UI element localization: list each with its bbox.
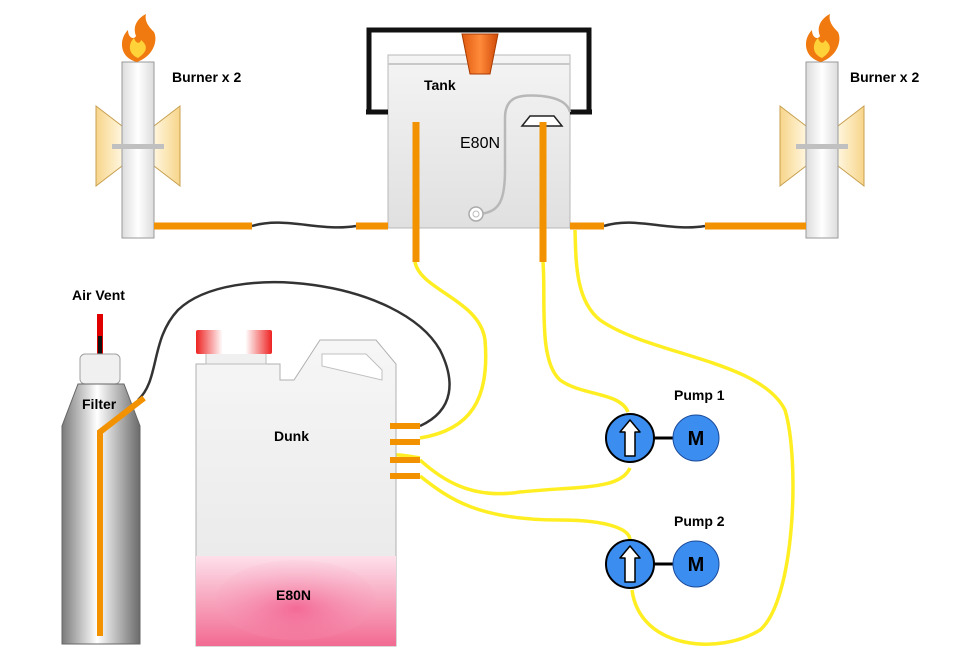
pump-arrow-icon xyxy=(605,413,655,463)
filter-label: Filter xyxy=(82,396,117,412)
dunk-ports xyxy=(390,423,420,479)
air-vent-label: Air Vent xyxy=(72,287,125,303)
burner-right xyxy=(779,14,865,239)
svg-text:M: M xyxy=(688,554,705,576)
dunk xyxy=(195,330,397,647)
burner-left-label: Burner x 2 xyxy=(172,69,241,85)
dark-hoses xyxy=(137,221,706,428)
tank-fuel-label: E80N xyxy=(460,135,500,152)
air-filter xyxy=(61,314,146,645)
svg-text:M: M xyxy=(688,428,705,450)
burner-left xyxy=(95,14,181,239)
float-gauge-icon xyxy=(520,115,564,127)
flame-icon xyxy=(805,14,840,62)
pump-2: M xyxy=(605,539,720,589)
dunk-cap xyxy=(196,330,272,354)
funnel-icon xyxy=(461,33,499,75)
pump-1: M xyxy=(605,413,720,463)
air-vent-indicator xyxy=(97,314,103,356)
pump2-label: Pump 2 xyxy=(674,513,725,529)
tank xyxy=(366,27,592,229)
motor-icon: M xyxy=(672,414,720,462)
pump1-label: Pump 1 xyxy=(674,387,725,403)
dunk-fuel-label: E80N xyxy=(276,587,311,603)
tank-label: Tank xyxy=(424,77,456,93)
flame-icon xyxy=(121,14,156,62)
orange-pipes xyxy=(154,122,806,262)
pump-arrow-icon xyxy=(605,539,655,589)
burner-right-label: Burner x 2 xyxy=(850,69,919,85)
dunk-label: Dunk xyxy=(274,428,309,444)
motor-icon: M xyxy=(672,540,720,588)
